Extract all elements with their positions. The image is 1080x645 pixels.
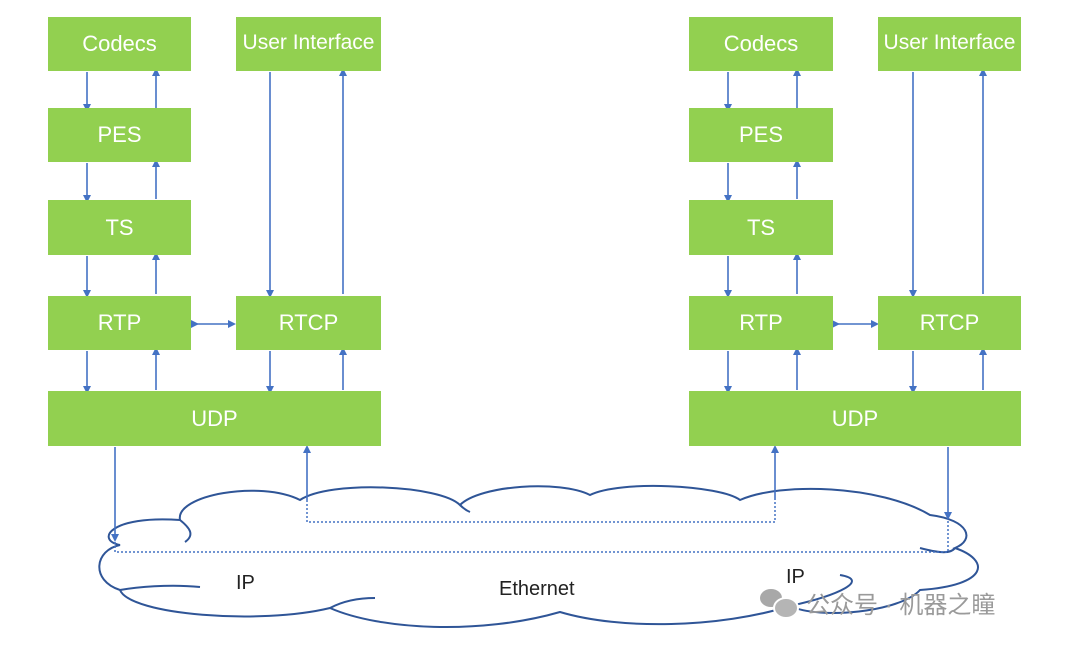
left-pes-block: PES xyxy=(48,108,191,162)
right-codecs-block: Codecs xyxy=(689,17,833,71)
right-udp-block: UDP xyxy=(689,391,1021,446)
watermark-text: 公众号 · 机器之瞳 xyxy=(806,592,996,619)
right-user-interface-block: User Interface xyxy=(878,17,1021,71)
left-ts-block: TS xyxy=(48,200,191,255)
right-rtcp-block: RTCP xyxy=(878,296,1021,350)
ip-label-right: IP xyxy=(786,566,805,588)
left-rtcp-block: RTCP xyxy=(236,296,381,350)
left-udp-block: UDP xyxy=(48,391,381,446)
network-paths xyxy=(114,500,949,553)
ethernet-label: Ethernet xyxy=(499,578,575,600)
right-pes-block: PES xyxy=(689,108,833,162)
left-codecs-block: Codecs xyxy=(48,17,191,71)
arrows xyxy=(83,68,987,542)
left-rtp-block: RTP xyxy=(48,296,191,350)
right-rtp-block: RTP xyxy=(689,296,833,350)
wechat-icon xyxy=(760,587,799,619)
ip-label-left: IP xyxy=(236,572,255,594)
right-ts-block: TS xyxy=(689,200,833,255)
watermark: 公众号 · 机器之瞳 xyxy=(760,585,995,620)
left-user-interface-block: User Interface xyxy=(236,17,381,71)
